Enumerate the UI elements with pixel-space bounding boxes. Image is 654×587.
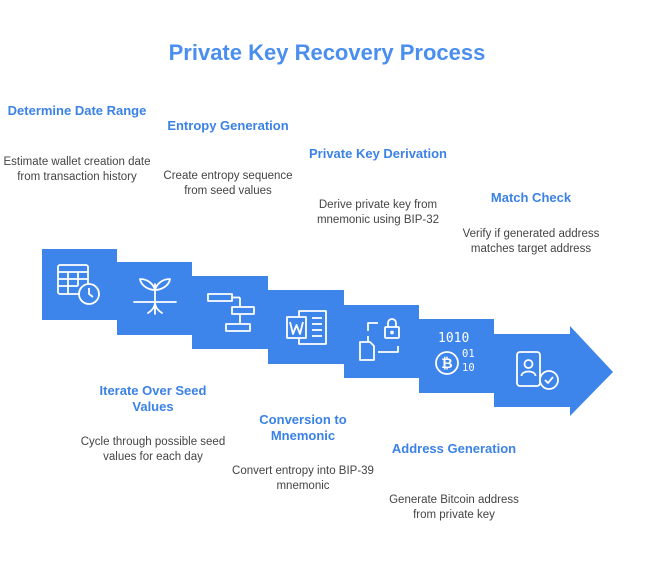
step-2-panel [117,262,199,335]
step-3-desc: Create entropy sequence from seed values [163,170,293,197]
step-4-title: Conversion to Mnemonic [259,412,347,443]
step-7-arrow-panel [494,326,613,416]
step-5-title: Private Key Derivation [308,146,447,161]
binary-line-2b: 10 [462,362,475,374]
binary-line-1: 1010 [438,331,469,346]
step-1-desc: Estimate wallet creation date from trans… [3,156,151,183]
step-1-title: Determine Date Range [7,103,147,118]
seedling-icon [133,278,177,315]
step-6-title: Address Generation [391,441,517,456]
bitcoin-binary-icon: 1010 01 10 ₿ [435,331,475,375]
diagram-title: Private Key Recovery Process [168,40,486,65]
step-4-panel [268,290,351,364]
step-2-title: Iterate Over Seed Values [99,383,207,414]
step-3-panel [192,276,275,349]
step-1-panel [42,249,124,320]
step-7-title: Match Check [490,190,572,205]
step-3-title: Entropy Generation [167,118,289,133]
step-7-desc: Verify if generated address matches targ… [462,228,600,255]
step-6-desc: Generate Bitcoin address from private ke… [389,494,519,521]
word-document-icon [286,310,327,345]
lock-file-icon [359,318,400,361]
bitcoin-symbol: ₿ [441,356,452,372]
step-5-panel [344,305,426,378]
calendar-clock-icon [57,264,100,305]
step-4-desc: Convert entropy into BIP-39 mnemonic [232,465,374,492]
flowchart-icon [207,293,255,332]
step-2-desc: Cycle through possible seed values for e… [80,436,226,463]
verified-user-icon [516,351,559,390]
binary-line-2a: 01 [462,348,475,360]
step-5-desc: Derive private key from mnemonic using B… [316,199,440,226]
